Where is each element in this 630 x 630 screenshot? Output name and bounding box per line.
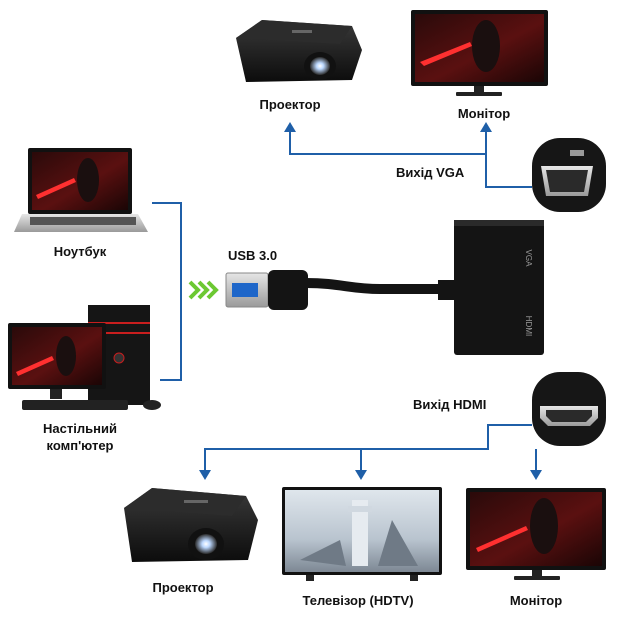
hdmi-route-line xyxy=(204,424,532,470)
arrow-up-monitor-icon xyxy=(480,122,492,132)
adapter-box: VGA HDMI xyxy=(438,220,544,355)
desktop-label-line2: комп'ютер xyxy=(46,438,114,453)
projector-top-device xyxy=(236,20,362,82)
vga-output-label: Вихід VGA xyxy=(396,165,465,180)
tv-device xyxy=(282,487,442,581)
adapter-hdmi-port-label: HDMI xyxy=(524,316,533,336)
laptop-device xyxy=(14,148,148,232)
adapter-vga-port-label: VGA xyxy=(524,250,533,268)
laptop-desktop-bracket xyxy=(152,202,182,381)
usb-label: USB 3.0 xyxy=(228,248,278,263)
hdmi-port-closeup xyxy=(532,372,606,446)
arrow-down-monitor-icon xyxy=(530,470,542,480)
desktop-label-line1: Настільний xyxy=(43,421,117,436)
usb-plug xyxy=(225,270,440,310)
monitor-top-device xyxy=(411,10,548,96)
arrow-up-projector-icon xyxy=(284,122,296,132)
monitor-bottom-device xyxy=(466,488,606,580)
connector-arrowheads xyxy=(199,122,542,480)
vga-port-closeup xyxy=(532,138,606,212)
arrow-down-tv-icon xyxy=(355,470,367,480)
arrow-down-projector-icon xyxy=(199,470,211,480)
monitor-top-label: Монітор xyxy=(457,106,511,121)
laptop-label: Ноутбук xyxy=(53,244,107,259)
desktop-device xyxy=(8,305,161,410)
green-arrow-chevrons-icon xyxy=(188,280,219,300)
connector-lines xyxy=(152,130,537,470)
projector-bottom-label: Проектор xyxy=(152,580,214,595)
projector-bottom-device xyxy=(124,488,258,562)
hdmi-output-label: Вихід HDMI xyxy=(413,397,487,412)
tv-label: Телевізор (HDTV) xyxy=(302,593,414,608)
monitor-bottom-label: Монітор xyxy=(509,593,563,608)
projector-top-label: Проектор xyxy=(259,97,321,112)
